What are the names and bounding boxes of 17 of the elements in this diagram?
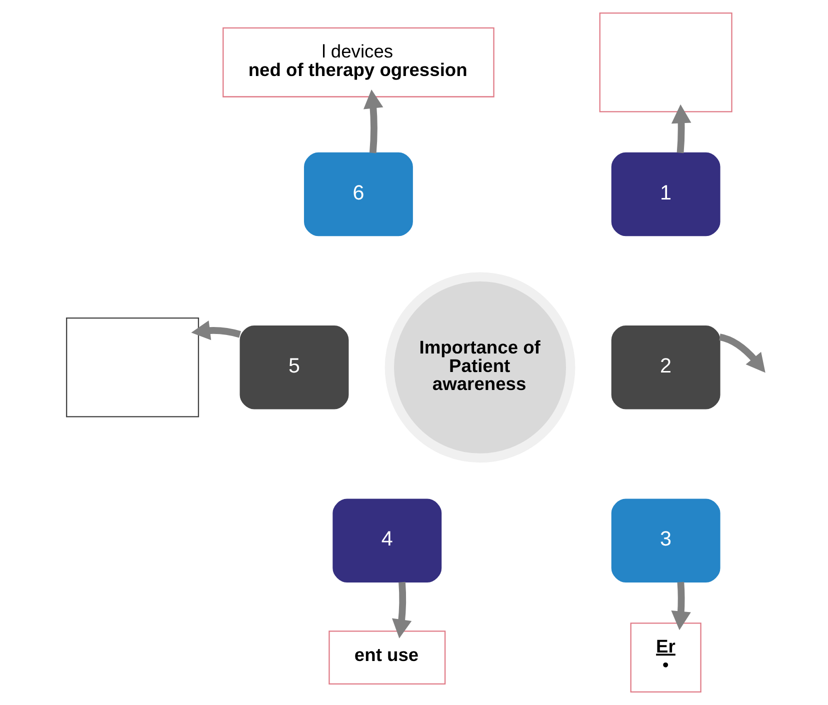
node-circle: Importance of Patient awareness: [384, 272, 576, 463]
node-box: [66, 318, 200, 418]
arrow: [392, 582, 412, 638]
node-box: 2: [611, 326, 720, 410]
node-box: [599, 12, 732, 112]
node-box: ent use: [328, 630, 446, 684]
node-box: 4: [332, 498, 442, 582]
node-box: 3: [611, 498, 720, 582]
arrow: [719, 334, 766, 373]
node-box: 6: [304, 152, 413, 236]
arrow: [671, 104, 692, 154]
node-box: l devices ned of therapy ogression: [222, 27, 494, 98]
arrow: [671, 582, 691, 630]
arrow: [363, 90, 384, 154]
node-box: 5: [240, 326, 349, 410]
node-box: Er •: [630, 622, 702, 693]
node-box: 1: [611, 152, 720, 236]
